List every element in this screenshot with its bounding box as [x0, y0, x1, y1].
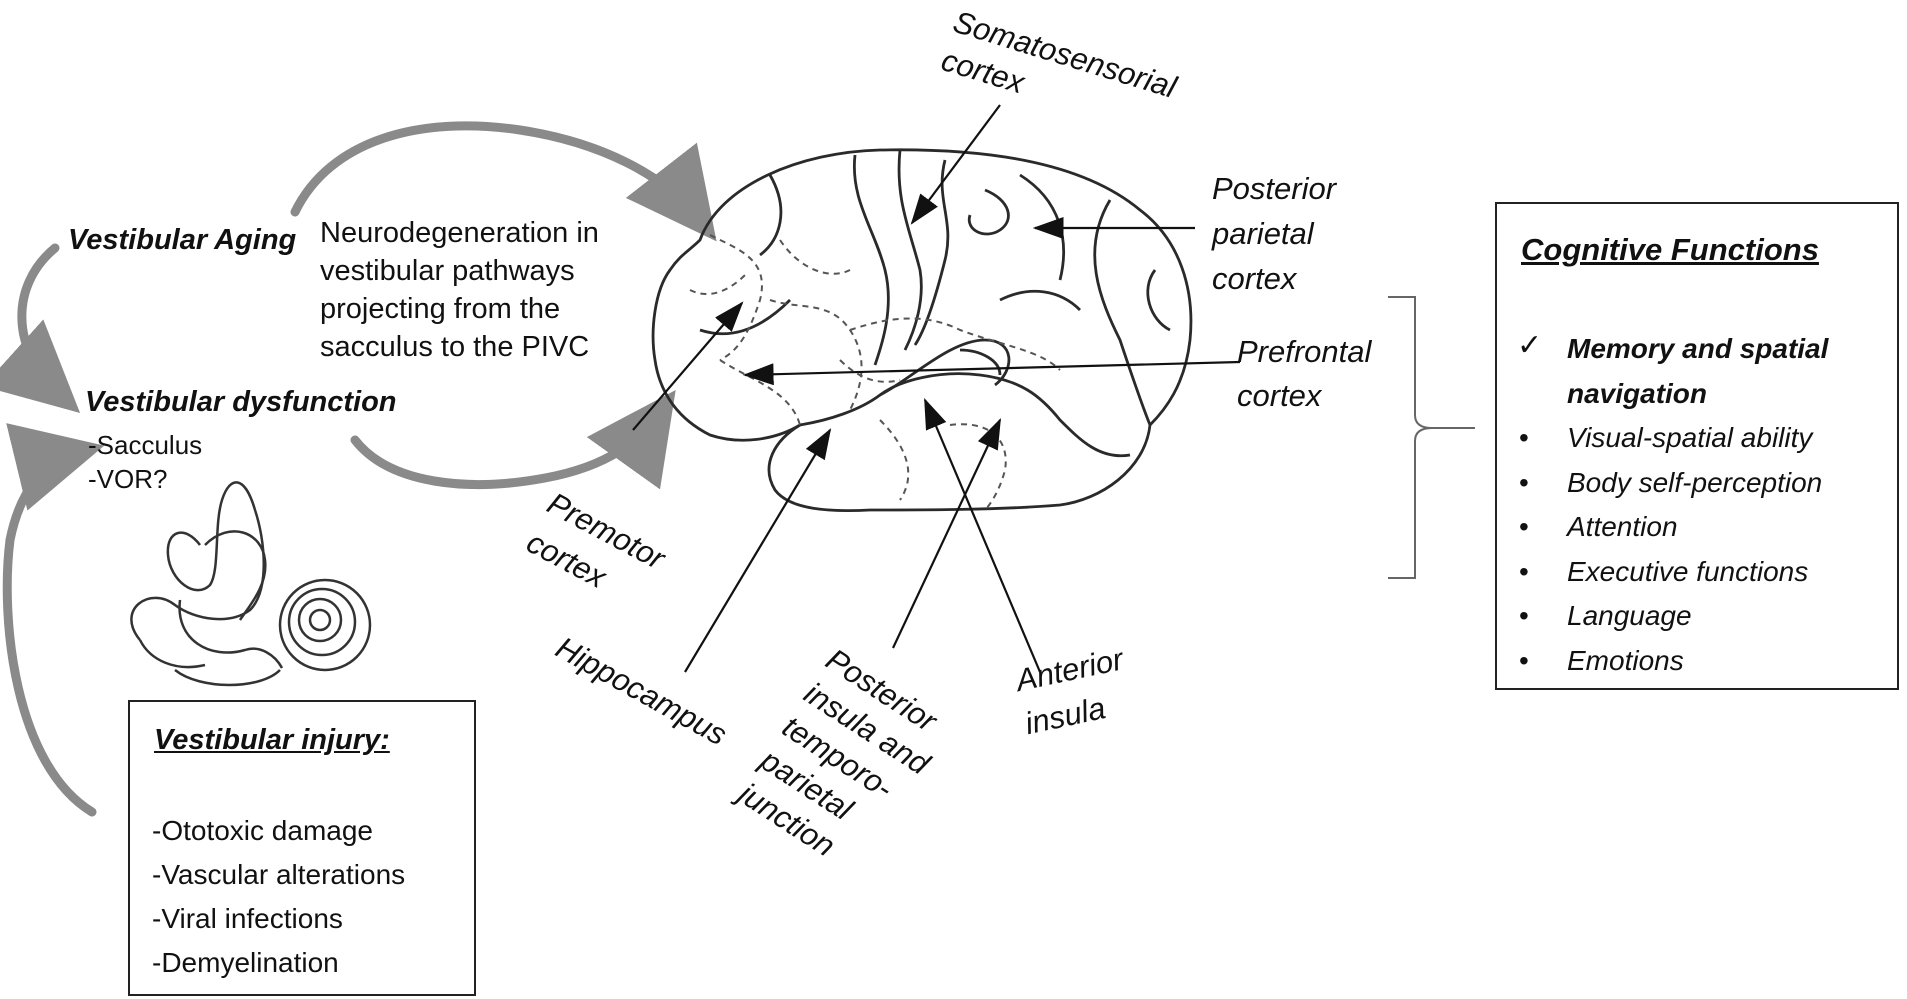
injury-list: -Ototoxic damage -Vascular alterations -… [152, 809, 405, 985]
inner-ear-icon [130, 481, 372, 687]
cognitive-title: Cognitive Functions [1521, 232, 1819, 267]
arrow-hippocampus [684, 428, 832, 673]
label-line: cortex [1237, 378, 1322, 413]
brain-dashed-regions [689, 234, 1061, 511]
neuro-line: Neurodegeneration in [320, 217, 599, 249]
injury-title: Vestibular injury: [154, 724, 390, 756]
label-line: Prefrontal [1237, 334, 1372, 369]
label-line: cortex [1212, 261, 1297, 296]
injury-item: -Demyelination [152, 947, 339, 978]
list-item: •Body self-perception [1519, 461, 1822, 506]
list-item: •Emotions [1519, 639, 1822, 684]
arrow-neuro-to-brain [350, 390, 676, 490]
bullet-icon: • [1519, 422, 1529, 453]
bullet-icon: • [1519, 555, 1529, 587]
dysfunction-list: -Sacculus -VOR? [88, 428, 202, 496]
label-line: parietal [1212, 216, 1314, 251]
arrow-anterior-insula [923, 397, 1042, 673]
arrow-injury-to-dysfunction [2, 423, 105, 817]
arrow-premotor [632, 301, 744, 431]
checked-line: Memory and spatial [1567, 333, 1829, 364]
brain-outline [651, 148, 1193, 513]
checked-line: navigation [1567, 378, 1708, 409]
injury-item: -Ototoxic damage [152, 815, 373, 846]
prefrontal-label: Prefrontal cortex [1237, 330, 1371, 418]
list-item: •Executive functions [1519, 550, 1822, 595]
flow-arrows [0, 121, 717, 817]
list-item: •Language [1519, 594, 1822, 639]
bracket-icon [1388, 296, 1475, 579]
neuro-line: vestibular pathways [320, 255, 575, 287]
arrow-aging-to-brain [290, 121, 717, 242]
arrow-prefrontal [742, 360, 1241, 386]
dysfunction-item: -VOR? [88, 464, 168, 494]
cognitive-list: •Visual-spatial ability •Body self-perce… [1519, 416, 1822, 683]
checked-item: Memory and spatial navigation [1567, 326, 1828, 416]
label-arrows [632, 104, 1241, 673]
list-item: •Attention [1519, 505, 1822, 550]
posterior-parietal-label: Posterior parietal cortex [1212, 166, 1336, 301]
neuro-line: projecting from the [320, 293, 561, 325]
bullet-icon: • [1519, 644, 1529, 676]
injury-item: -Viral infections [152, 903, 343, 934]
vestibular-injury-box: Vestibular injury: -Ototoxic damage -Vas… [128, 700, 476, 996]
arrow-posterior-insula [892, 418, 1001, 649]
label-line: Posterior [1212, 171, 1337, 206]
bullet-icon: • [1519, 511, 1529, 542]
arrow-aging-to-dysfunction [0, 243, 81, 414]
neurodegeneration-text: Neurodegeneration in vestibular pathways… [320, 214, 599, 366]
vestibular-dysfunction-label: Vestibular dysfunction [85, 386, 397, 418]
vestibular-aging-label: Vestibular Aging [68, 224, 297, 256]
brain-icon [651, 148, 1193, 513]
check-icon: ✓ [1517, 329, 1543, 362]
arrow-somato [910, 104, 1001, 225]
dysfunction-item: -Sacculus [88, 430, 203, 460]
list-item: •Visual-spatial ability [1519, 416, 1822, 461]
bullet-icon: • [1519, 600, 1529, 631]
neuro-line: sacculus to the PIVC [320, 331, 590, 363]
injury-item: -Vascular alterations [152, 859, 406, 890]
cognitive-functions-box: Cognitive Functions ✓ Memory and spatial… [1495, 202, 1899, 690]
bullet-icon: • [1519, 466, 1529, 498]
